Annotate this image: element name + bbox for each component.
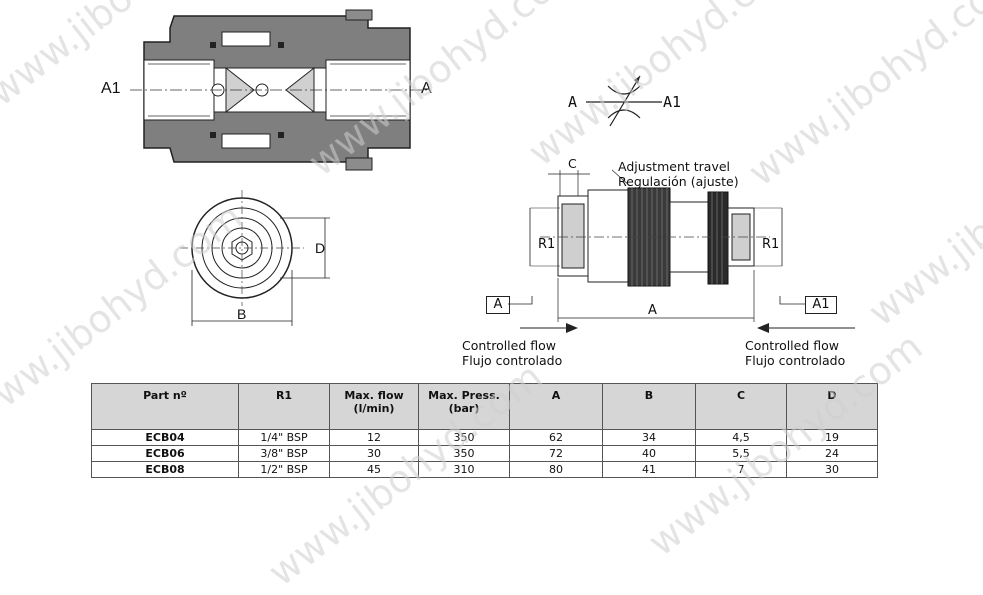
cross-section-drawing xyxy=(130,9,430,171)
header-a: A xyxy=(509,383,603,430)
end-view-drawing xyxy=(180,190,330,326)
cell-r1: 3/8" BSP xyxy=(238,445,330,462)
cell-flow: 30 xyxy=(329,445,419,462)
cell-part: ECB04 xyxy=(91,429,239,446)
cell-d: 24 xyxy=(786,445,878,462)
section-port-a-label: A xyxy=(421,80,432,97)
adjustment-travel-es: Regulación (ajuste) xyxy=(618,174,739,189)
header-d: D xyxy=(786,383,878,430)
spec-table: Part nº R1 Max. flow (l/min) Max. Press.… xyxy=(91,383,878,478)
symbol-port-a: A xyxy=(568,93,578,111)
cell-press: 310 xyxy=(418,461,510,478)
dim-r1-right: R1 xyxy=(762,237,780,252)
flow-left-es: Flujo controlado xyxy=(462,353,563,368)
cell-a: 62 xyxy=(509,429,603,446)
dim-a-label: A xyxy=(648,303,657,318)
table-header-row: Part nº R1 Max. flow (l/min) Max. Press.… xyxy=(91,383,878,430)
flow-right-en: Controlled flow xyxy=(745,338,840,353)
flow-right-es: Flujo controlado xyxy=(745,353,846,368)
header-max-flow: Max. flow (l/min) xyxy=(329,383,419,430)
flow-arrow-left xyxy=(520,323,578,333)
exterior-view-drawing xyxy=(529,169,783,322)
cell-c: 4,5 xyxy=(695,429,787,446)
cell-r1: 1/2" BSP xyxy=(238,461,330,478)
flow-left-en: Controlled flow xyxy=(462,338,557,353)
header-r1: R1 xyxy=(238,383,330,430)
cell-a: 80 xyxy=(509,461,603,478)
flow-arrow-right xyxy=(757,323,855,333)
cell-c: 5,5 xyxy=(695,445,787,462)
watermark: www.jibohyd.com xyxy=(860,94,983,335)
cell-press: 350 xyxy=(418,429,510,446)
table-row: ECB06 3/8" BSP 30 350 72 40 5,5 24 xyxy=(91,445,878,462)
header-max-press: Max. Press. (bar) xyxy=(418,383,510,430)
cell-a: 72 xyxy=(509,445,603,462)
cell-flow: 45 xyxy=(329,461,419,478)
end-view-dim-b: B xyxy=(237,306,247,322)
header-b: B xyxy=(602,383,696,430)
dim-r1-left: R1 xyxy=(538,237,556,252)
section-port-a1-label: A1 xyxy=(101,80,121,97)
cell-press: 350 xyxy=(418,445,510,462)
cell-c: 7 xyxy=(695,461,787,478)
symbol-port-a1: A1 xyxy=(663,93,682,111)
port-box-a: A xyxy=(486,296,510,314)
cell-d: 19 xyxy=(786,429,878,446)
cell-b: 40 xyxy=(602,445,696,462)
header-part-no: Part nº xyxy=(91,383,239,430)
port-box-a-leader xyxy=(508,296,533,305)
cell-r1: 1/4" BSP xyxy=(238,429,330,446)
cell-part: ECB08 xyxy=(91,461,239,478)
table-row: ECB04 1/4" BSP 12 350 62 34 4,5 19 xyxy=(91,429,878,446)
cell-b: 41 xyxy=(602,461,696,478)
port-box-a1: A1 xyxy=(805,296,837,314)
flow-valve-symbol xyxy=(586,75,662,127)
adjustment-travel-en: Adjustment travel xyxy=(618,159,730,174)
header-c: C xyxy=(695,383,787,430)
cell-flow: 12 xyxy=(329,429,419,446)
table-row: ECB08 1/2" BSP 45 310 80 41 7 30 xyxy=(91,461,878,478)
end-view-dim-d: D xyxy=(315,240,326,256)
port-box-a1-leader xyxy=(779,296,806,305)
cell-part: ECB06 xyxy=(91,445,239,462)
dim-c-label: C xyxy=(568,156,577,171)
cell-b: 34 xyxy=(602,429,696,446)
cell-d: 30 xyxy=(786,461,878,478)
